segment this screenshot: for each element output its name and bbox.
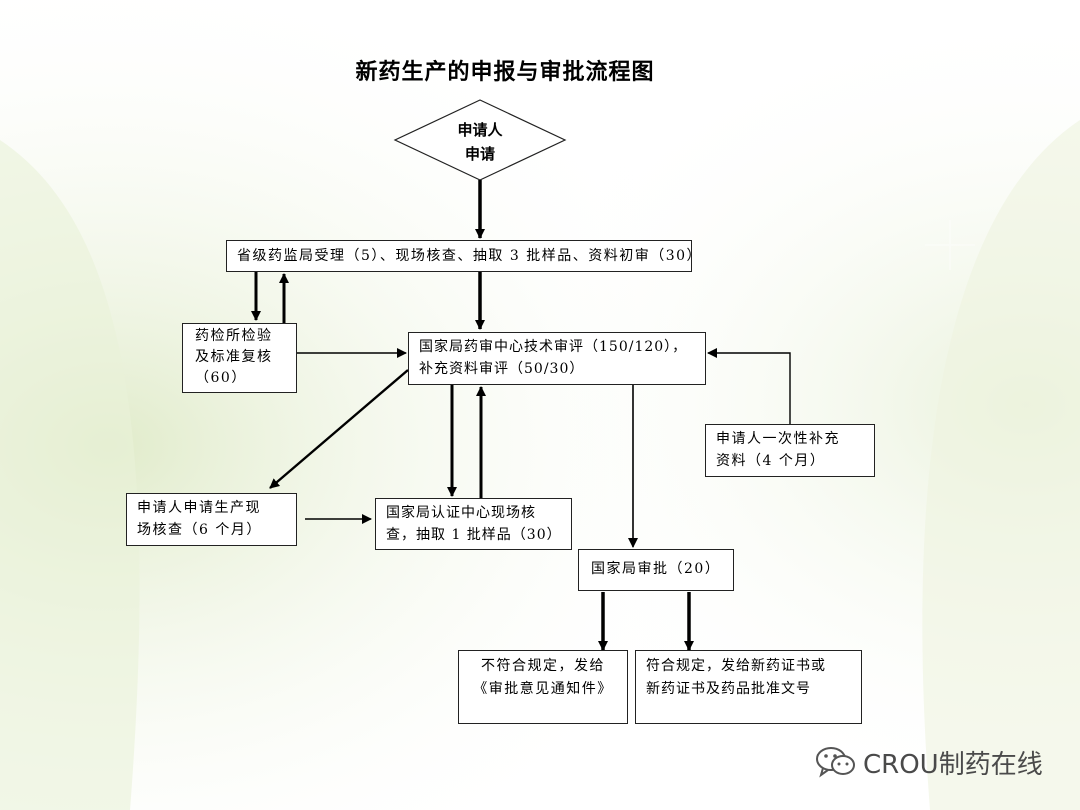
- wechat-icon: [816, 747, 855, 778]
- rejection-outcome-box: 不符合规定，发给 《审批意见通知件》: [458, 650, 628, 724]
- site-request-line1: 申请人申请生产现: [137, 500, 261, 516]
- cde-line1: 国家局药审中心技术审评（150/120），: [419, 339, 688, 355]
- approval-text: 国家局审批（20）: [591, 561, 721, 577]
- arrow-supplement-to-cde: [707, 348, 791, 424]
- nmpa-approval-box: 国家局审批（20）: [578, 549, 734, 591]
- accept-line2: 新药证书及药品批准文号: [646, 681, 811, 697]
- site-inspection-request-box: 申请人申请生产现 场核查（6 个月）: [126, 493, 297, 546]
- provincial-review-text: 省级药监局受理（5）、现场核查、抽取 3 批样品、资料初审（30）: [237, 248, 703, 264]
- arrow-cde-to-site-request: [269, 369, 409, 489]
- lab-line1: 药检所检验: [195, 328, 273, 344]
- cde-line2: 补充资料审评（50/30）: [419, 361, 585, 377]
- accept-line1: 符合规定，发给新药证书或: [646, 658, 826, 674]
- start-node-line1: 申请人: [457, 121, 503, 139]
- reject-line2: 《审批意见通知件》: [473, 681, 613, 697]
- reject-line1: 不符合规定，发给: [481, 658, 605, 674]
- cert-center-line1: 国家局认证中心现场核: [386, 505, 536, 521]
- start-node-line2: 申请: [464, 145, 495, 163]
- diagram-title: 新药生产的申报与审批流程图: [355, 59, 655, 85]
- approval-outcome-box: 符合规定，发给新药证书或 新药证书及药品批准文号: [635, 650, 862, 724]
- source-watermark: CROU制药在线: [815, 742, 1055, 782]
- supplement-line2: 资料（4 个月）: [716, 453, 826, 469]
- drug-testing-lab-box: 药检所检验 及标准复核 （60）: [182, 323, 297, 393]
- lab-line2: 及标准复核: [195, 349, 273, 365]
- cert-center-line2: 查，抽取 1 批样品（30）: [386, 527, 562, 543]
- cde-technical-review-box: 国家局药审中心技术审评（150/120）， 补充资料审评（50/30）: [408, 332, 706, 385]
- provincial-review-box: 省级药监局受理（5）、现场核查、抽取 3 批样品、资料初审（30）: [226, 240, 701, 272]
- start-node: 申请人 申请: [410, 118, 550, 166]
- lab-line3: （60）: [195, 370, 247, 386]
- certification-center-box: 国家局认证中心现场核 查，抽取 1 批样品（30）: [375, 498, 572, 550]
- site-request-line2: 场核查（6 个月）: [137, 522, 262, 538]
- watermark-text: CROU制药在线: [863, 749, 1043, 780]
- applicant-supplement-box: 申请人一次性补充 资料（4 个月）: [705, 424, 875, 477]
- supplement-line1: 申请人一次性补充: [716, 431, 840, 447]
